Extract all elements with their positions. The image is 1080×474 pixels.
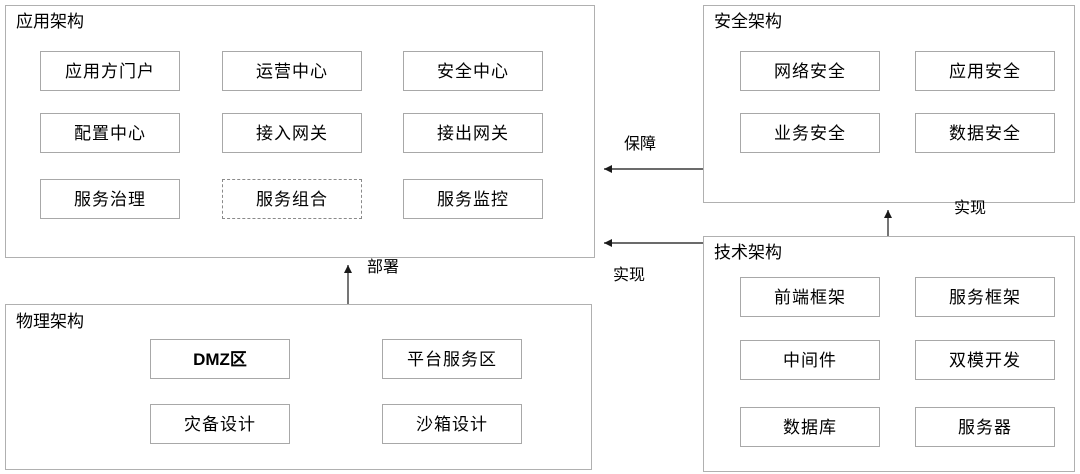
edge-label-assurance: 保障 bbox=[624, 136, 657, 153]
node-operation-center[interactable]: 运营中心 bbox=[222, 51, 362, 91]
group-security-architecture[interactable] bbox=[703, 5, 1075, 203]
node-service-monitoring[interactable]: 服务监控 bbox=[403, 179, 543, 219]
group-title-application: 应用架构 bbox=[16, 12, 84, 31]
edge-label-deploy: 部署 bbox=[367, 259, 400, 276]
node-data-security[interactable]: 数据安全 bbox=[915, 113, 1055, 153]
node-frontend-framework[interactable]: 前端框架 bbox=[740, 277, 880, 317]
node-business-security[interactable]: 业务安全 bbox=[740, 113, 880, 153]
node-dmz-zone[interactable]: DMZ区 bbox=[150, 339, 290, 379]
node-egress-gateway[interactable]: 接出网关 bbox=[403, 113, 543, 153]
node-application-security[interactable]: 应用安全 bbox=[915, 51, 1055, 91]
node-config-center[interactable]: 配置中心 bbox=[40, 113, 180, 153]
edge-label-implement-to-security: 实现 bbox=[954, 200, 987, 217]
group-physical-architecture[interactable] bbox=[5, 304, 592, 470]
node-network-security[interactable]: 网络安全 bbox=[740, 51, 880, 91]
group-title-security: 安全架构 bbox=[714, 12, 782, 31]
group-title-technology: 技术架构 bbox=[714, 243, 782, 262]
node-server[interactable]: 服务器 bbox=[915, 407, 1055, 447]
group-title-physical: 物理架构 bbox=[16, 312, 84, 331]
node-sandbox-design[interactable]: 沙箱设计 bbox=[382, 404, 522, 444]
edge-label-implement-to-application: 实现 bbox=[613, 267, 646, 284]
node-bimodal-development[interactable]: 双模开发 bbox=[915, 340, 1055, 380]
node-security-center[interactable]: 安全中心 bbox=[403, 51, 543, 91]
node-platform-service-zone[interactable]: 平台服务区 bbox=[382, 339, 522, 379]
node-database[interactable]: 数据库 bbox=[740, 407, 880, 447]
node-application-portal[interactable]: 应用方门户 bbox=[40, 51, 180, 91]
node-middleware[interactable]: 中间件 bbox=[740, 340, 880, 380]
node-service-framework[interactable]: 服务框架 bbox=[915, 277, 1055, 317]
node-service-composition[interactable]: 服务组合 bbox=[222, 179, 362, 219]
node-disaster-recovery-design[interactable]: 灾备设计 bbox=[150, 404, 290, 444]
node-service-governance[interactable]: 服务治理 bbox=[40, 179, 180, 219]
node-ingress-gateway[interactable]: 接入网关 bbox=[222, 113, 362, 153]
